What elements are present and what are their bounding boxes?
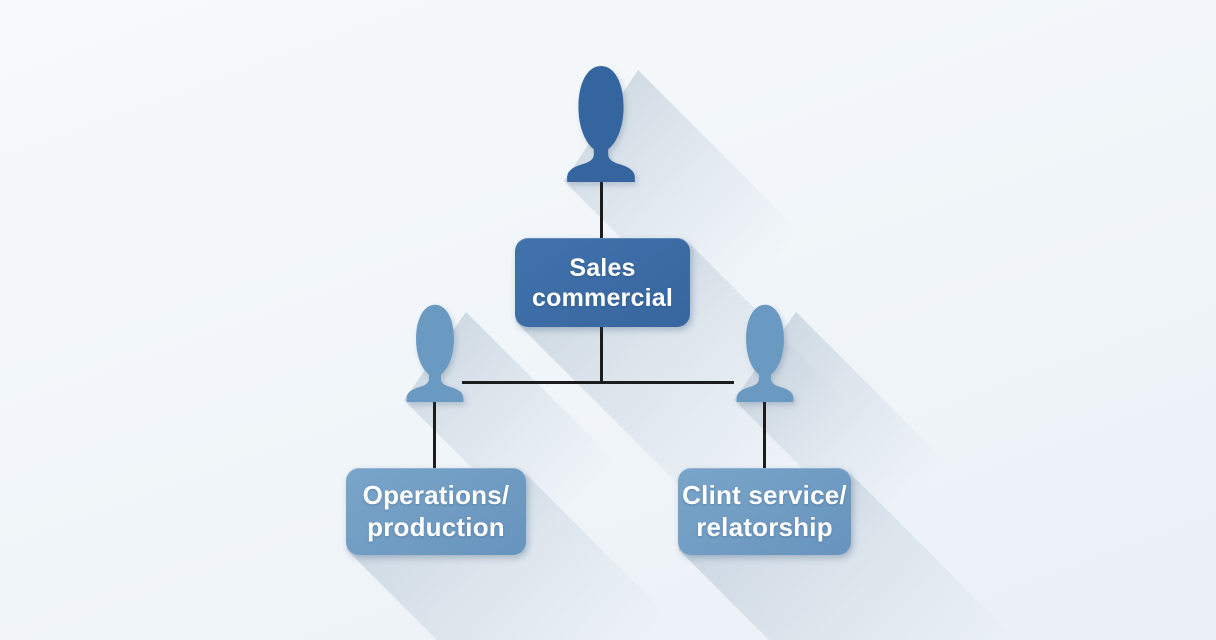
connector-person-to-root: [600, 178, 603, 240]
org-node-sales-commercial: Sales commercial: [515, 238, 690, 327]
connector-horizontal-bus: [462, 381, 734, 384]
org-node-operations-production: Operations/ production: [346, 468, 526, 555]
org-node-label: Operations/ production: [363, 480, 510, 543]
org-node-label-line: commercial: [532, 283, 673, 312]
org-node-label-line: Sales: [569, 253, 636, 282]
connector-left-person-to-box: [433, 398, 436, 469]
person-icon: [564, 64, 638, 182]
org-node-label-line: production: [367, 511, 505, 542]
org-node-client-service-relationship: Clint service/ relatorship: [678, 468, 851, 555]
org-node-label-line: Operations/: [362, 479, 510, 510]
connector-right-person-to-box: [763, 398, 766, 469]
connector-root-to-bus: [600, 327, 603, 383]
org-node-label-line: Clint service/: [682, 479, 847, 510]
org-node-label-line: relatorship: [696, 511, 833, 542]
org-node-label: Sales commercial: [532, 253, 673, 313]
org-node-label: Clint service/ relatorship: [682, 480, 847, 543]
person-icon: [734, 303, 796, 402]
person-icon: [404, 303, 466, 402]
